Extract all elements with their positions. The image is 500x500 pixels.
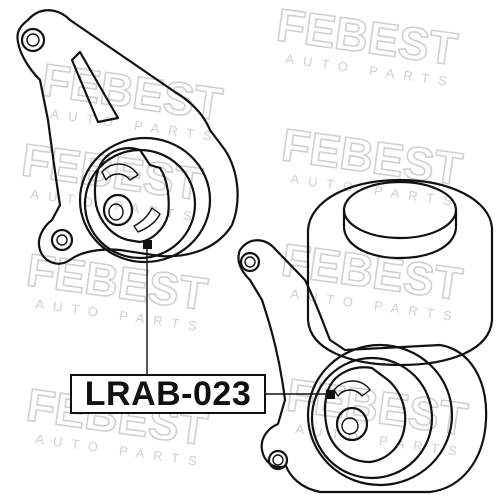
part-number-text: LRAB-023 — [84, 374, 252, 413]
lower-bushing-housing — [306, 343, 454, 487]
upper-bracket-cutout — [70, 50, 120, 124]
lower-bolt-hole-bottom-inner — [272, 454, 284, 466]
lower-bushing-sleeve — [335, 406, 369, 442]
lower-bolt-hole-bottom — [267, 449, 289, 471]
upper-bushing-sleeve — [102, 193, 134, 227]
lower-bracket-plate — [237, 239, 488, 494]
upper-bushing-sleeve-bore — [108, 203, 124, 221]
part-number-label: LRAB-023 — [70, 374, 266, 414]
upper-bushing-rubber — [93, 147, 170, 244]
upper-bolt-hole-top-inner — [26, 33, 40, 47]
upper-mount-drawing — [16, 9, 239, 265]
leader-lines — [146, 248, 327, 395]
upper-bushing-housing — [78, 136, 212, 264]
lower-bushing-sleeve-bore — [341, 417, 359, 435]
lower-bolt-hole-top — [239, 251, 261, 273]
lower-bushing-housing-face — [310, 356, 434, 480]
upper-bolt-hole-bottom-inner — [56, 234, 68, 246]
upper-bushing-void — [133, 207, 161, 233]
lower-bushing-void — [333, 380, 371, 397]
lower-pointer-marker — [326, 390, 335, 399]
bump-stop-cap — [342, 208, 458, 260]
upper-pointer-marker — [143, 240, 152, 249]
upper-bolt-hole-top — [20, 27, 46, 53]
lower-bolt-hole-top-inner — [244, 256, 256, 268]
lower-mount-drawing — [237, 178, 494, 494]
upper-bushing-void — [101, 163, 139, 181]
upper-bolt-hole-bottom — [50, 228, 74, 252]
bump-stop-cylinder — [306, 178, 494, 367]
upper-bracket-plate — [16, 9, 239, 265]
lower-bushing-rubber — [323, 366, 407, 464]
